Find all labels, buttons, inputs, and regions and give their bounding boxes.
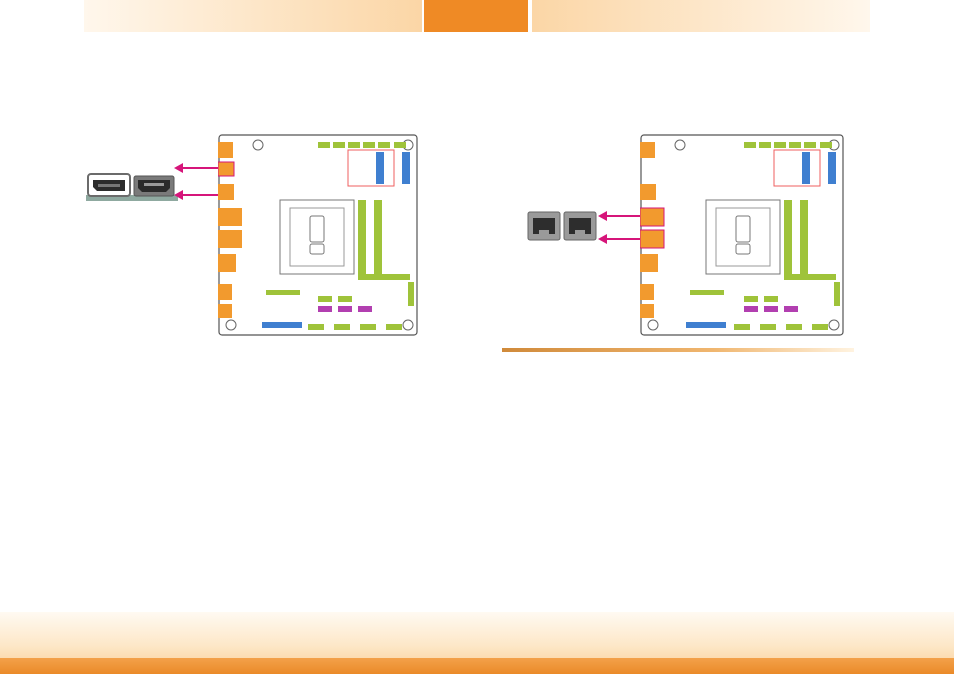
cpu-socket: [280, 200, 354, 274]
header-tab-left: [84, 0, 422, 32]
lan-port-2: [564, 212, 596, 240]
lan-ports-illustration: [526, 210, 600, 244]
arrow-to-displayport: [174, 163, 220, 173]
arrow-to-lan-2: [598, 234, 642, 244]
header-tab-right: [532, 0, 870, 32]
hdmi-port: [134, 176, 174, 196]
arrow-to-hdmi: [174, 190, 220, 200]
header-tab-active: [424, 0, 528, 32]
footer-band: [0, 612, 954, 674]
section-divider: [502, 348, 854, 352]
lan-port-1: [528, 212, 560, 240]
arrows-left: [172, 160, 222, 204]
displayport-port: [88, 174, 130, 196]
motherboard-diagram-right: [640, 134, 844, 336]
motherboard-diagram-left: [218, 134, 418, 336]
arrows-right: [596, 206, 644, 246]
cpu-socket: [706, 200, 780, 274]
footer-bar: [0, 658, 954, 674]
display-ports-illustration: [84, 170, 180, 204]
arrow-to-lan-1: [598, 211, 642, 221]
